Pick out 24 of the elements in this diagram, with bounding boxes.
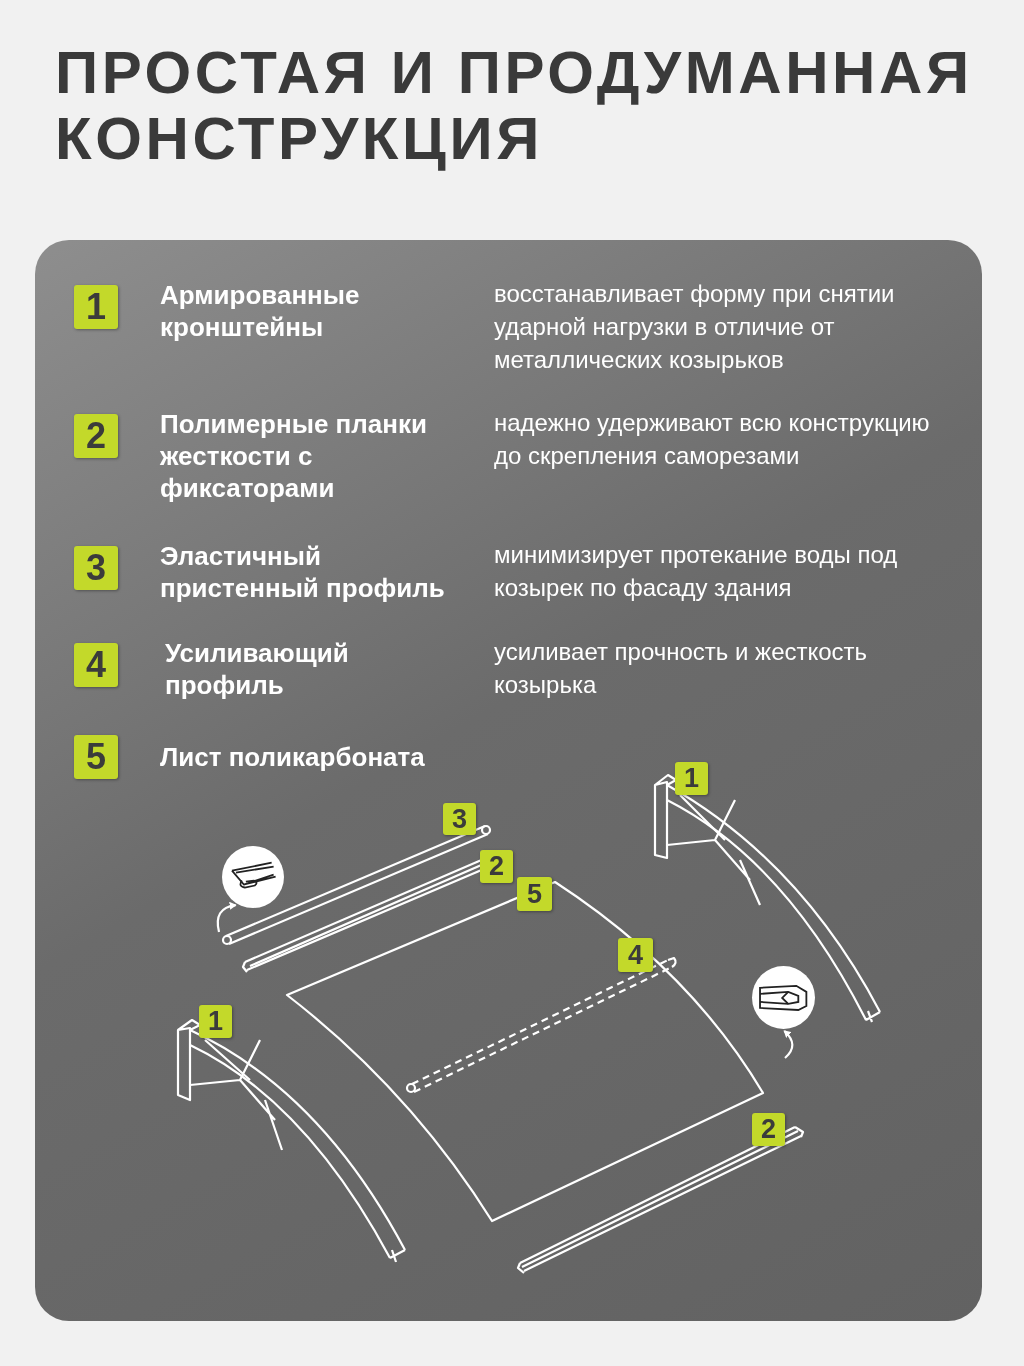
curved-arrow — [216, 902, 237, 933]
number-badge: 5 — [517, 877, 552, 911]
part-description: усиливает прочность и жесткость козырька — [494, 637, 869, 700]
number-badge: 1 — [675, 762, 708, 795]
number-badge: 2 — [74, 414, 118, 458]
number-badge: 2 — [480, 850, 513, 883]
part-name: Армированные кронштейны — [160, 279, 361, 343]
part-description: минимизирует протекание воды под козырек по фасаду здания — [494, 540, 899, 603]
part-name: Лист поликарбоната — [160, 741, 426, 773]
curved-arrow — [783, 1030, 794, 1059]
number-badge: 3 — [443, 803, 476, 835]
number-badge: 3 — [74, 546, 118, 590]
number-badge: 1 — [199, 1005, 232, 1038]
part-name: Усиливающий профиль — [165, 637, 350, 701]
number-badge: 5 — [74, 735, 118, 779]
part-name: Эластичный пристенный профиль — [160, 540, 446, 604]
part-description: восстанавливает форму при снятии ударной нагрузки в отличие от металлических козырьков — [494, 279, 896, 375]
title: ПРОСТАЯ И ПРОДУМАННАЯ КОНСТРУКЦИЯ — [55, 40, 974, 172]
part-name: Полимерные планки жесткости с фиксаторами — [160, 408, 428, 504]
part-description: надежно удерживают всю конструкцию до скрепления саморезами — [494, 408, 931, 471]
number-badge: 2 — [752, 1113, 785, 1146]
number-badge: 4 — [618, 938, 653, 972]
number-badge: 4 — [74, 643, 118, 687]
number-badge: 1 — [74, 285, 118, 329]
